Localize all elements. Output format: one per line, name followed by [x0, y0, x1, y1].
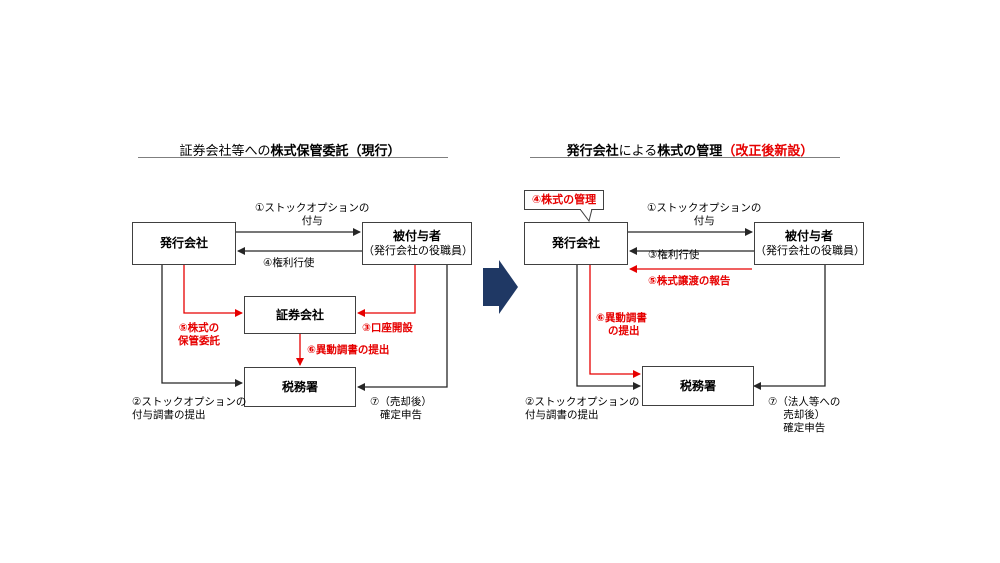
right-label-grant-report-line2: 付与調書の提出 — [525, 409, 599, 422]
right-label-transfer-report-line1: ⑥異動調書 — [596, 312, 647, 324]
right-tax-office-box: 税務署 — [642, 366, 754, 406]
right-label-tax-return-line3: 確定申告 — [783, 422, 826, 435]
left-label-grant-line2: 付与 — [301, 215, 323, 228]
left-securities-label: 証券会社 — [275, 307, 324, 322]
right-title-bold2: 株式の管理 — [657, 144, 723, 159]
right-label-exercise-text: ③権利行使 — [648, 249, 700, 261]
left-label-tax-return-line1: ⑦（売却後） — [370, 396, 432, 408]
left-label-tax-return: ⑦（売却後） 確定申告 — [370, 396, 432, 422]
left-issuer-box: 発行会社 — [132, 222, 236, 265]
left-securities-box: 証券会社 — [244, 296, 356, 334]
left-label-grant-report-line1: ②ストックオプションの — [132, 396, 247, 408]
left-label-exercise-text: ④権利行使 — [263, 257, 315, 269]
left-diagram-title: 証券会社等への株式保管委託（現行） — [140, 140, 440, 159]
left-label-grant-report: ②ストックオプションの 付与調書の提出 — [132, 396, 246, 422]
left-title-prefix: 証券会社等への — [179, 144, 271, 159]
right-label-transfer-report-line2: の提出 — [608, 325, 640, 338]
left-label-transfer-report: ⑥異動調書の提出 — [307, 344, 389, 357]
right-tax-office-label: 税務署 — [679, 378, 716, 393]
left-tax-office-label: 税務署 — [281, 379, 318, 394]
right-label-exercise: ③権利行使 — [648, 249, 699, 262]
right-label-tax-return-line2: 売却後） — [783, 409, 826, 422]
right-title-bold1: 発行会社 — [566, 144, 619, 159]
right-issuer-label: 発行会社 — [551, 236, 600, 250]
left-label-grant-line1: ①ストックオプションの — [255, 202, 370, 214]
transition-arrow — [483, 260, 518, 314]
right-callout-stock-management: ④株式の管理 — [524, 190, 604, 210]
left-grantee-label: 被付与者 — [392, 229, 441, 244]
right-label-grant: ①ストックオプションの 付与 — [647, 202, 761, 228]
right-label-grant-line2: 付与 — [693, 215, 715, 228]
left-grantee-box: 被付与者 （発行会社の役職員） — [362, 222, 473, 265]
left-label-tax-return-line2: 確定申告 — [379, 409, 422, 422]
left-label-custody-line2: 保管委託 — [178, 335, 220, 348]
right-grantee-label: 被付与者 — [784, 229, 833, 244]
right-issuer-box: 発行会社 — [524, 222, 628, 265]
right-title-rule — [530, 157, 840, 158]
left-label-account: ③口座開設 — [362, 322, 413, 335]
right-label-transfer-report: ⑥異動調書 の提出 — [596, 312, 647, 338]
left-label-custody: ⑤株式の 保管委託 — [178, 322, 220, 348]
right-label-grant-report: ②ストックオプションの 付与調書の提出 — [525, 396, 639, 422]
left-title-bold: 株式保管委託（現行） — [270, 144, 401, 159]
right-label-transfer-notice: ⑤株式譲渡の報告 — [648, 275, 730, 288]
left-title-rule — [138, 157, 448, 158]
right-grantee-box: 被付与者 （発行会社の役職員） — [754, 222, 865, 265]
callout-pointer — [580, 209, 593, 222]
right-grantee-sub: （発行会社の役職員） — [755, 244, 865, 258]
right-label-grant-line1: ①ストックオプションの — [647, 202, 762, 214]
left-issuer-label: 発行会社 — [159, 236, 208, 250]
right-title-red: （改正後新設） — [722, 144, 814, 159]
right-title-mid: による — [618, 144, 658, 159]
right-callout-text: ④株式の管理 — [531, 193, 597, 206]
right-diagram-title: 発行会社による株式の管理（改正後新設） — [540, 140, 840, 159]
left-tax-office-box: 税務署 — [244, 367, 356, 407]
right-label-grant-report-line1: ②ストックオプションの — [525, 396, 640, 408]
right-label-tax-return: ⑦（法人等への 売却後） 確定申告 — [768, 396, 840, 435]
left-label-account-text: ③口座開設 — [362, 322, 413, 334]
left-grantee-sub: （発行会社の役職員） — [363, 244, 473, 258]
right-label-tax-return-line1: ⑦（法人等への — [768, 396, 841, 408]
left-label-grant: ①ストックオプションの 付与 — [255, 202, 369, 228]
left-label-transfer-report-text: ⑥異動調書の提出 — [307, 344, 390, 356]
left-label-exercise: ④権利行使 — [263, 257, 314, 270]
left-label-custody-line1: ⑤株式の — [178, 322, 220, 334]
right-label-transfer-notice-text: ⑤株式譲渡の報告 — [648, 275, 731, 287]
left-label-grant-report-line2: 付与調書の提出 — [132, 409, 206, 422]
